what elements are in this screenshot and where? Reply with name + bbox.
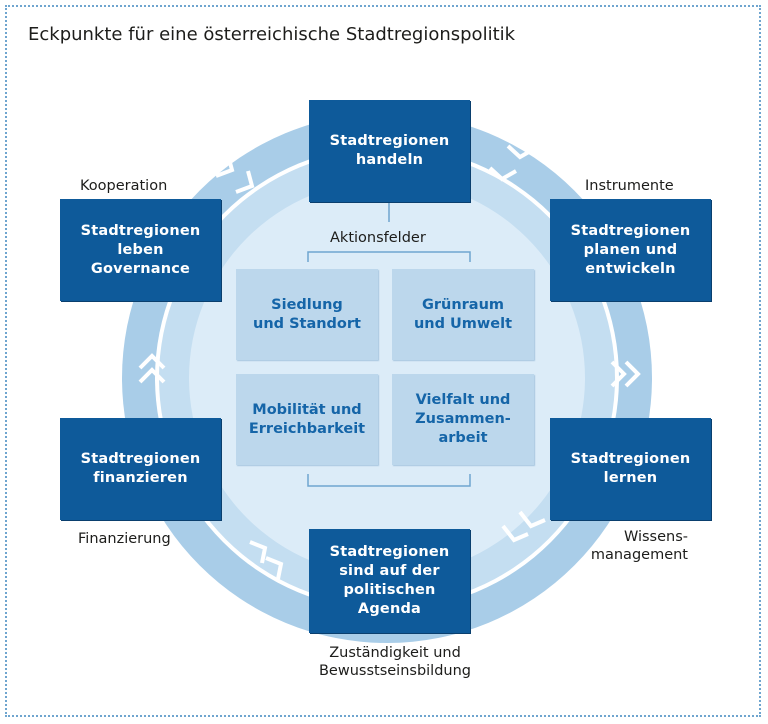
chevron-top-left-1 bbox=[215, 154, 235, 178]
ring-chevrons bbox=[138, 144, 641, 580]
chevron-left-1 bbox=[138, 367, 166, 384]
field-gruenraum: Grünraum und Umwelt bbox=[392, 269, 534, 360]
pillar-lernen: Stadtregionen lernen bbox=[550, 418, 711, 520]
label-instrumente: Instrumente bbox=[585, 178, 674, 194]
label-finanzierung: Finanzierung bbox=[78, 531, 171, 547]
chevron-top-right-2 bbox=[488, 166, 517, 182]
chevron-left-2 bbox=[138, 353, 166, 370]
diagram-title: Eckpunkte für eine österreichische Stadt… bbox=[28, 24, 516, 45]
bracket-bottom bbox=[307, 474, 471, 487]
field-mobilitaet: Mobilität und Erreichbarkeit bbox=[236, 374, 378, 465]
chevron-right-1 bbox=[610, 360, 627, 388]
pillar-planen: Stadtregionen planen und entwickeln bbox=[550, 199, 711, 301]
chevron-bottom-right-2 bbox=[518, 510, 546, 529]
pillar-handeln: Stadtregionen handeln bbox=[309, 100, 470, 202]
label-aktionsfelder: Aktionsfelder bbox=[330, 230, 426, 246]
field-vielfalt: Vielfalt und Zusammen- arbeit bbox=[392, 374, 534, 465]
label-zustaendigkeit: Zuständigkeit und Bewusstseinsbildung bbox=[318, 645, 471, 679]
bracket-top bbox=[307, 251, 471, 262]
chevron-bottom-left-2 bbox=[265, 556, 284, 580]
label-kooperation: Kooperation bbox=[80, 178, 168, 194]
pillar-agenda: Stadtregionen sind auf der politischen A… bbox=[309, 529, 470, 633]
chevron-top-right-1 bbox=[506, 144, 535, 160]
field-siedlung: Siedlung und Standort bbox=[236, 269, 378, 360]
chevron-bottom-left-1 bbox=[249, 540, 268, 564]
chevron-bottom-right-1 bbox=[501, 524, 529, 543]
chevron-top-left-2 bbox=[235, 170, 255, 194]
pillar-finanzieren: Stadtregionen finanzieren bbox=[60, 418, 221, 520]
pillar-governance: Stadtregionen leben Governance bbox=[60, 199, 221, 301]
label-wissensmanagement: Wissens- management bbox=[590, 529, 688, 563]
chevron-right-2 bbox=[624, 360, 641, 388]
